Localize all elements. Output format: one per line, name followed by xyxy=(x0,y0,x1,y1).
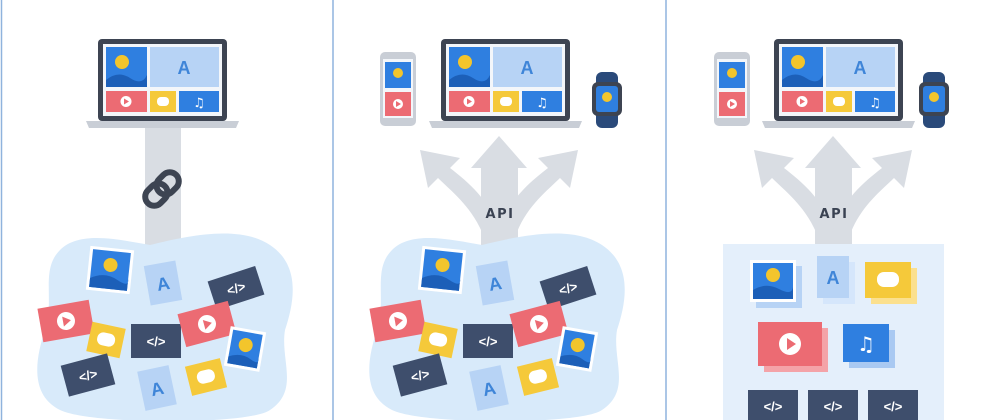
chat-card xyxy=(86,321,126,359)
code-card: </> xyxy=(60,353,116,397)
laptop: A ♫ xyxy=(762,39,915,128)
svg-text:A: A xyxy=(155,273,171,295)
code-row: </> </> </> xyxy=(748,390,918,420)
image-card xyxy=(85,245,135,295)
api-arrows xyxy=(754,136,912,250)
api-label: API xyxy=(486,207,515,222)
svg-text:♫: ♫ xyxy=(857,332,875,356)
chat-card xyxy=(184,358,228,396)
text-card: A xyxy=(137,365,177,411)
svg-text:</>: </> xyxy=(225,278,248,298)
laptop-text-tile xyxy=(150,47,219,87)
api-label: API xyxy=(820,207,849,222)
svg-text:A: A xyxy=(481,378,498,400)
text-stack: A xyxy=(817,256,855,304)
svg-text:A: A xyxy=(487,273,503,295)
watch xyxy=(919,72,949,128)
svg-text:♫: ♫ xyxy=(869,96,881,111)
image-stack xyxy=(750,260,802,308)
svg-text:</>: </> xyxy=(884,399,903,414)
svg-text:A: A xyxy=(149,378,166,400)
link-icon xyxy=(142,169,182,209)
svg-text:A: A xyxy=(854,58,867,78)
svg-text:</>: </> xyxy=(764,399,783,414)
text-card: A xyxy=(143,260,183,306)
music-stack: ♫ xyxy=(843,324,895,368)
svg-text:♫: ♫ xyxy=(536,96,548,111)
phone xyxy=(714,52,750,126)
svg-text:</>: </> xyxy=(824,399,843,414)
panel-dividers xyxy=(0,0,667,420)
panel-headless-structured: API A ♫ xyxy=(714,39,949,420)
laptop: A ♫ xyxy=(429,39,582,128)
svg-text:A: A xyxy=(521,58,534,78)
svg-text:</>: </> xyxy=(147,334,166,349)
watch xyxy=(592,72,622,128)
svg-text:♫: ♫ xyxy=(193,96,205,111)
panel-coupled: A ♫ A </> xyxy=(37,39,293,420)
svg-text:</>: </> xyxy=(479,334,498,349)
panel-headless-api: API A ♫ xyxy=(369,39,625,420)
svg-text:A: A xyxy=(827,268,840,288)
image-card xyxy=(223,326,267,372)
laptop-music-tile xyxy=(179,91,219,112)
video-card xyxy=(37,299,95,343)
code-card: </> xyxy=(131,324,181,358)
chat-stack xyxy=(865,262,917,304)
phone xyxy=(380,52,416,126)
organized-cards: A ♫ </> </> xyxy=(748,256,918,420)
video-stack xyxy=(758,322,828,372)
laptop: A ♫ xyxy=(86,39,239,128)
svg-text:</>: </> xyxy=(409,366,431,385)
laptop-text-glyph: A xyxy=(178,58,191,78)
svg-text:</>: </> xyxy=(557,278,580,298)
code-card: </> xyxy=(207,266,265,310)
svg-text:</>: </> xyxy=(77,366,99,385)
content-cards: A </> </> xyxy=(369,245,599,411)
video-card xyxy=(177,300,237,348)
content-cards: A </> </> xyxy=(37,245,267,411)
